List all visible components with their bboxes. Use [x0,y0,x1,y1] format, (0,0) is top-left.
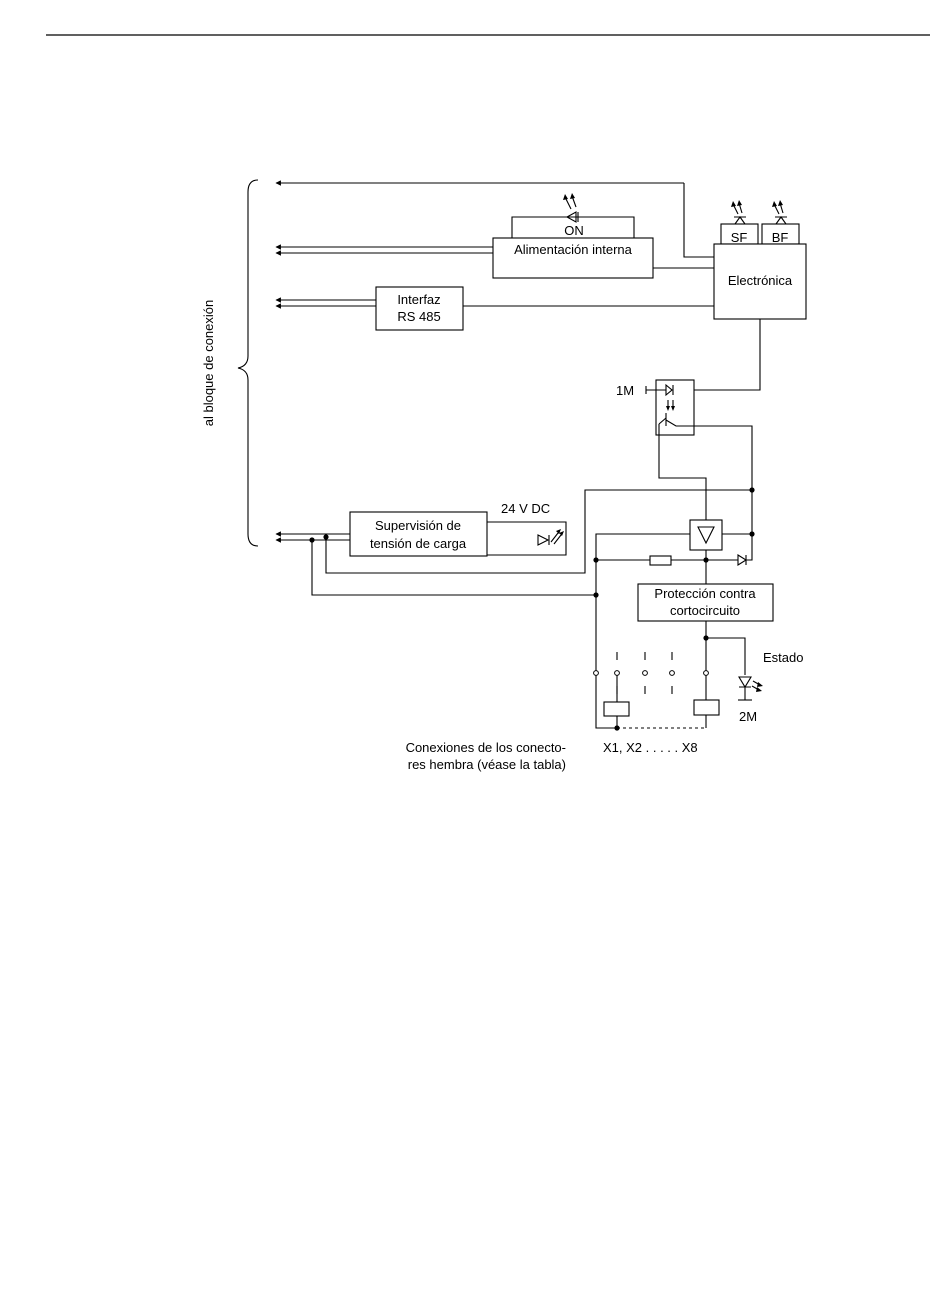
driver-block [690,520,722,550]
junction-connector [614,725,619,730]
rs485-label-2: RS 485 [397,309,440,324]
short-circuit-label-2: cortocircuito [670,603,740,618]
junction-load-1 [323,534,328,539]
short-circuit-label-1: Protección contra [654,586,756,601]
bf-led-icon [772,200,787,224]
sf-led-label: SF [731,230,748,245]
wire-status [706,638,745,675]
supply-24v-label: 24 V DC [501,501,550,516]
junction-resistor-mid [703,557,708,562]
connection-brace [238,180,258,546]
wire-electronics-optocoupler [694,319,760,390]
wire-top [684,183,714,257]
rs485-label-1: Interfaz [397,292,440,307]
wire-opto-left [659,424,706,520]
bf-led-label: BF [772,230,789,245]
load-led-icon [538,529,564,545]
junction-resistor-left [593,557,598,562]
sf-led-icon [731,200,746,224]
optocoupler-block [656,380,694,435]
connector-contacts [594,652,709,702]
status-led-icon [738,677,763,700]
connectors-label-1: Conexiones de los conecto- [406,740,566,755]
junction-24v [749,487,754,492]
ground-2m-label: 2M [739,709,757,724]
load-monitor-label-2: tensión de carga [370,536,467,551]
side-label: al bloque de conexión [201,300,216,427]
load-monitor-label-1: Supervisión de [375,518,461,533]
electronics-label: Electrónica [728,273,793,288]
connector-range-label: X1, X2 . . . . . X8 [603,740,698,755]
connector-x1 [604,702,629,716]
resistor [650,556,671,565]
diode-icon [738,555,746,565]
internal-supply-label: Alimentación interna [514,242,633,257]
ground-1m-label: 1M [616,383,634,398]
on-led-label: ON [564,223,584,238]
junction-ground-return [593,592,598,597]
connector-x8 [694,700,719,715]
connectors-label-2: res hembra (véase la tabla) [408,757,566,772]
on-led-icon [563,193,578,222]
status-label: Estado [763,650,803,665]
